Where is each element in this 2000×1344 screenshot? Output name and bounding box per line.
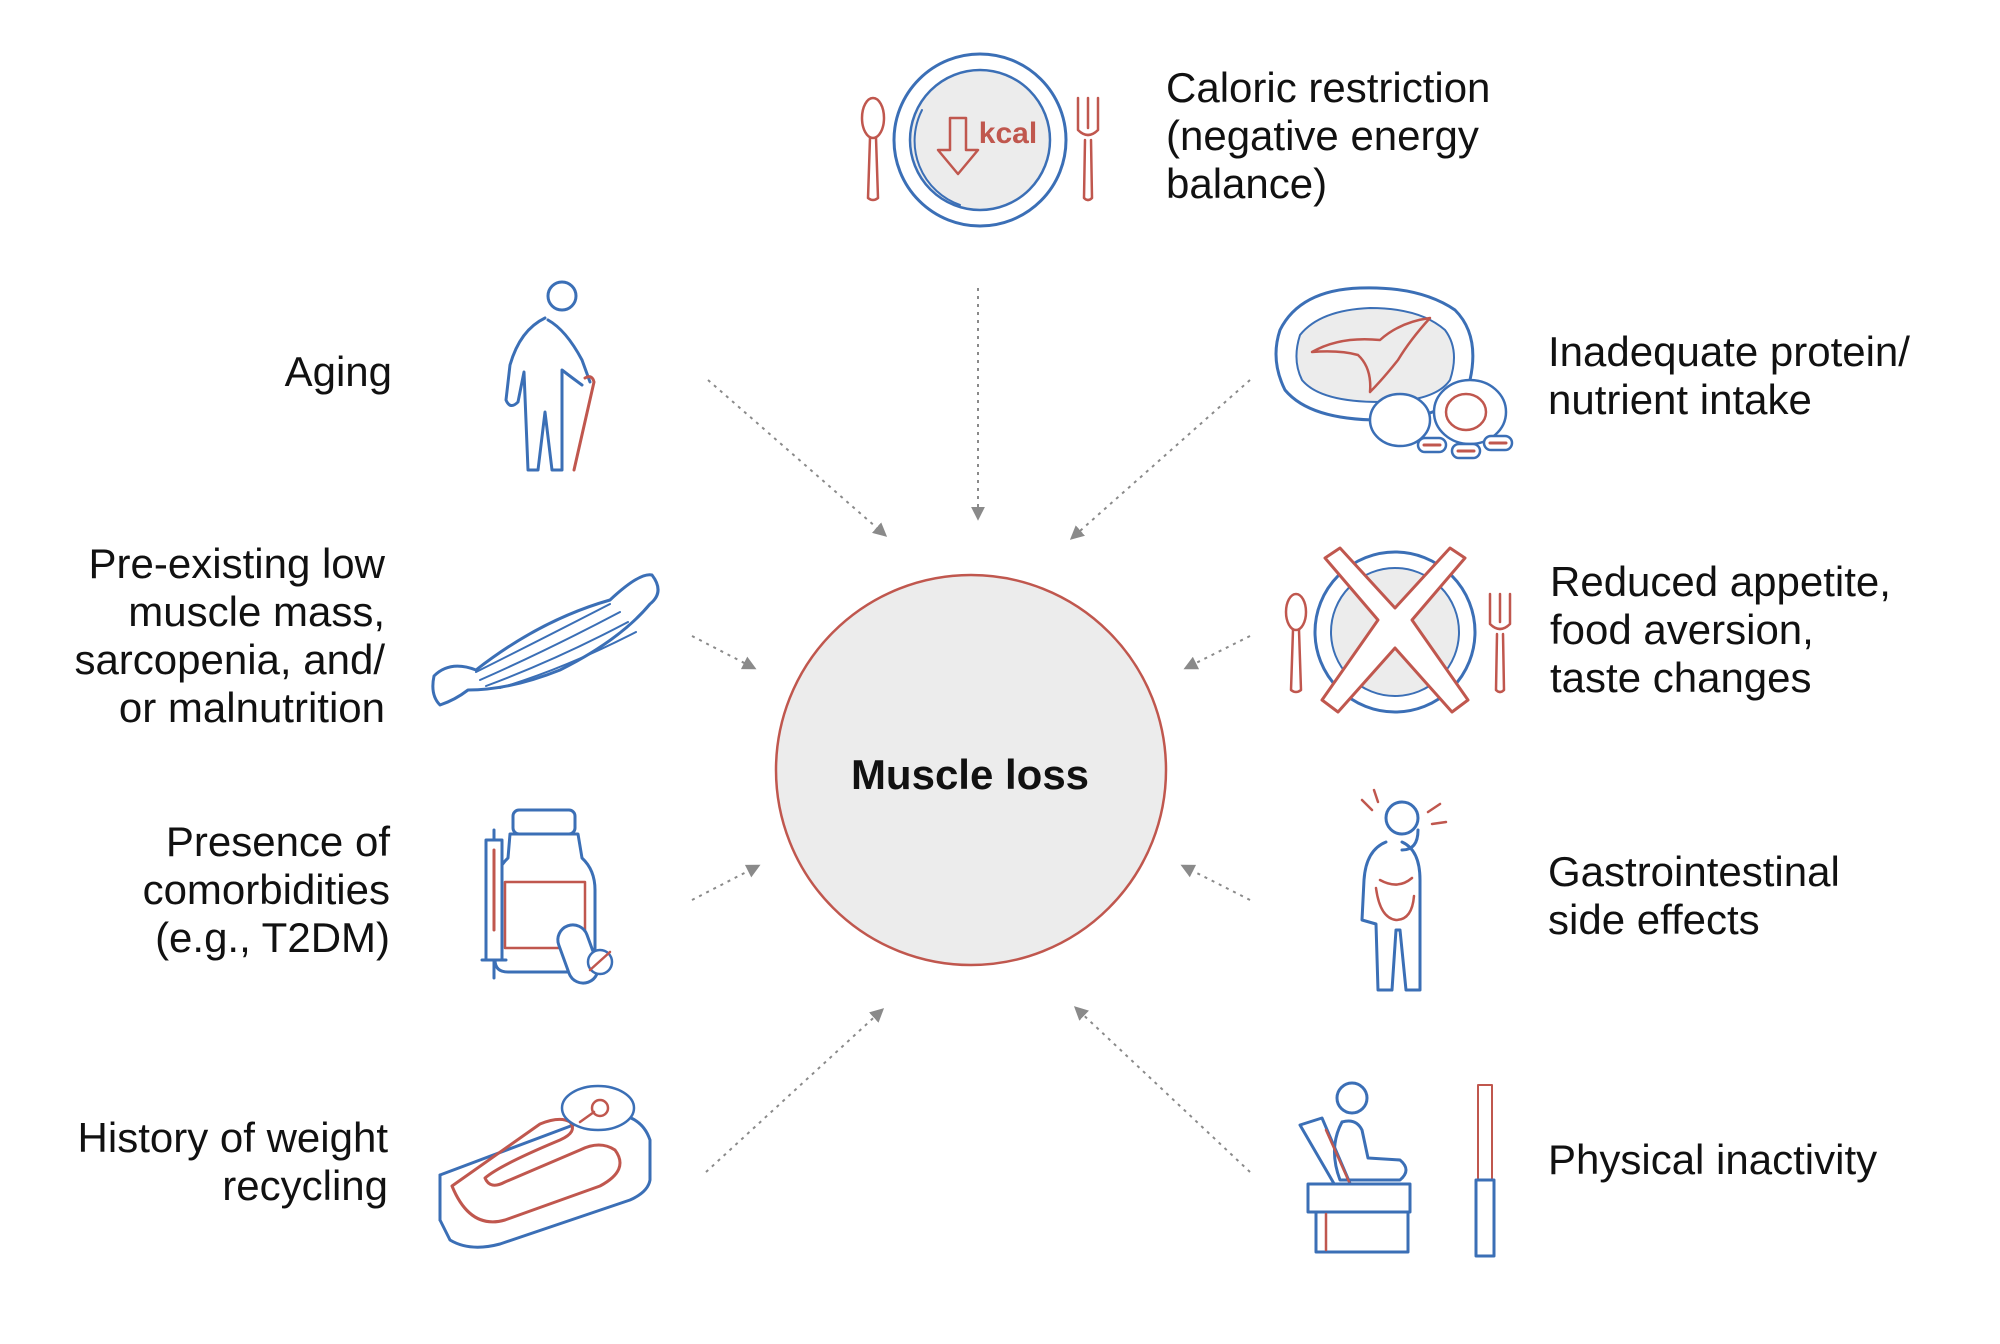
- weighing-scale-icon: [438, 1084, 652, 1249]
- arrow-sarcopenia: [691, 635, 757, 670]
- label-gi: Gastrointestinal side effects: [1548, 848, 1840, 943]
- medication-icon: [480, 808, 614, 985]
- meat-food-icon: [1274, 286, 1514, 460]
- center-label: Muscle loss: [850, 751, 1090, 798]
- label-appetite: Reduced appetite, food aversion, taste c…: [1550, 558, 1891, 701]
- elderly-person-icon: [504, 280, 596, 472]
- label-aging: Aging: [284, 348, 392, 395]
- muscle-icon: [431, 573, 660, 707]
- label-inactivity: Physical inactivity: [1548, 1136, 1878, 1183]
- center-circle: [774, 573, 1168, 967]
- label-protein: Inadequate protein/ nutrient intake: [1548, 328, 1910, 423]
- plate-kcal-icon: kcal: [860, 52, 1100, 228]
- stomach-ache-person-icon: [1360, 788, 1448, 992]
- label-comorbid: Presence of comorbidities (e.g., T2DM): [142, 818, 390, 961]
- label-sarcopenia: Pre-existing low muscle mass, sarcopenia…: [74, 540, 385, 731]
- sitting-person-icon: [1298, 1081, 1496, 1258]
- crossed-plate-icon: [1284, 546, 1512, 714]
- label-caloric: Caloric restriction (negative energy bal…: [1166, 64, 1491, 207]
- kcal-text: kcal: [979, 117, 1037, 150]
- label-weight: History of weight recycling: [77, 1114, 388, 1209]
